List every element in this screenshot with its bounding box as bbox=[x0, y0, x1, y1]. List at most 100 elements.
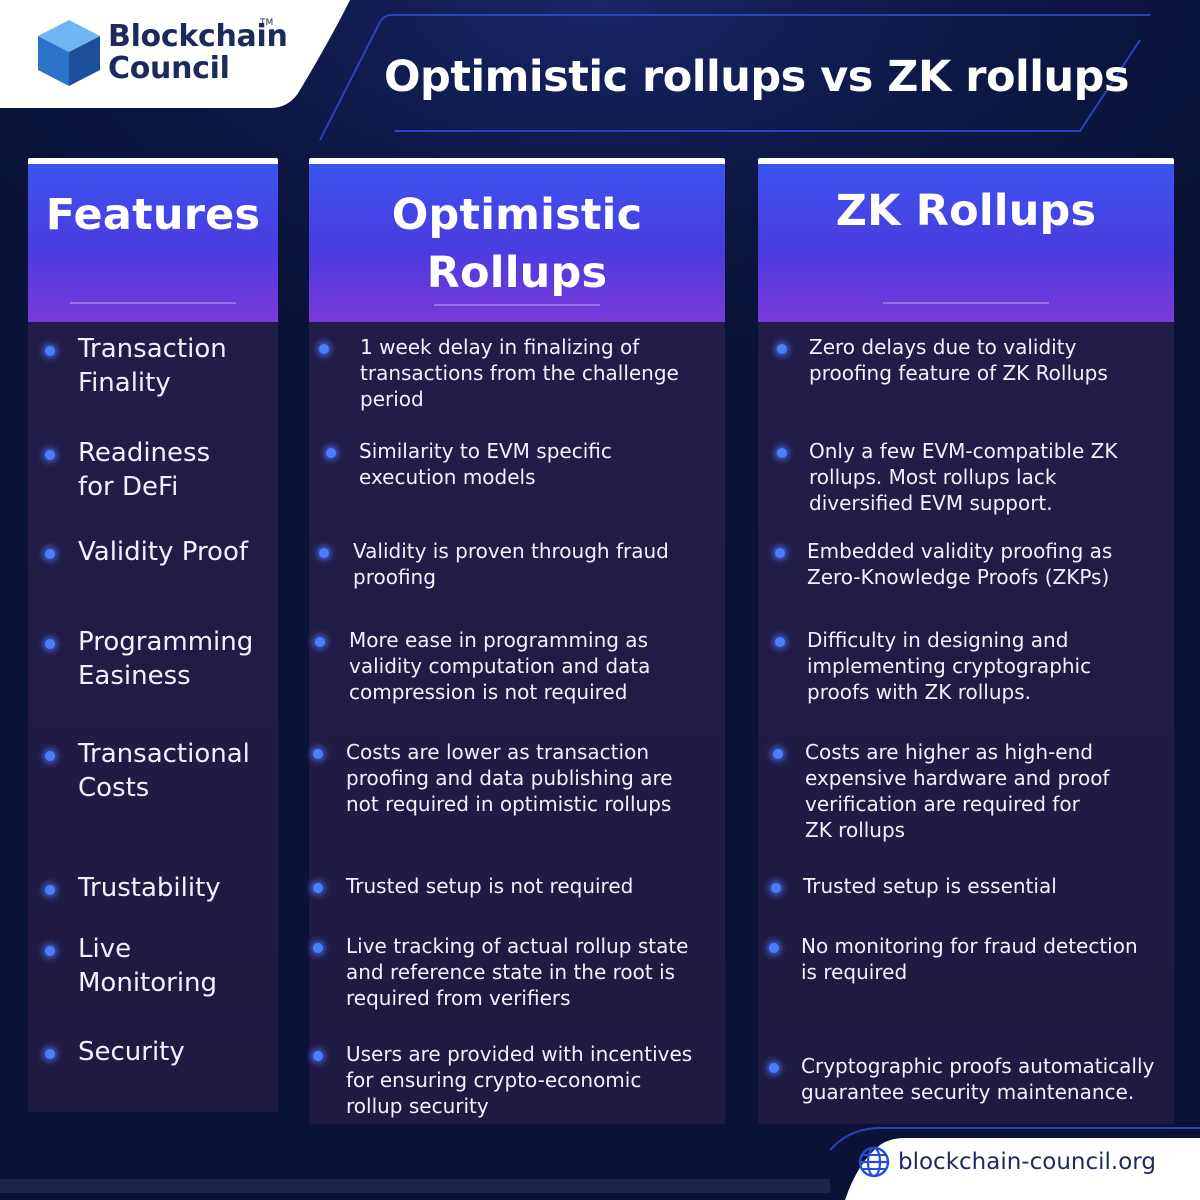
bullet-dot-icon bbox=[319, 344, 329, 354]
bullet-dot-icon bbox=[315, 637, 325, 647]
optimistic-text-line: required from verifiers bbox=[346, 986, 571, 1010]
bullet-dot-icon bbox=[771, 883, 781, 893]
feature-text: Security bbox=[78, 1035, 185, 1069]
bullet-dot-icon bbox=[777, 448, 787, 458]
feature-text-line: Easiness bbox=[78, 661, 191, 691]
optimistic-text-line: execution models bbox=[359, 465, 536, 489]
optimistic-column: Optimistic Rollups bbox=[309, 158, 725, 1124]
header-underline bbox=[434, 304, 600, 306]
bullet-dot-icon bbox=[313, 749, 323, 759]
optimistic-text-line: transactions from the challenge bbox=[360, 361, 679, 385]
bullet-dot-icon bbox=[313, 1051, 323, 1061]
zk-text-line: Cryptographic proofs automatically bbox=[801, 1054, 1155, 1078]
footer-url: blockchain-council.org bbox=[898, 1149, 1156, 1175]
optimistic-text-line: rollup security bbox=[346, 1094, 489, 1118]
zk-text-line: proofs with ZK rollups. bbox=[807, 680, 1032, 704]
feature-text-line: Live bbox=[78, 934, 132, 964]
footer-website[interactable]: blockchain-council.org bbox=[858, 1146, 1156, 1178]
brand-name: Blockchain Council bbox=[108, 21, 288, 85]
bullet-dot-icon bbox=[45, 450, 55, 460]
optimistic-text-line: and reference state in the root is bbox=[346, 960, 676, 984]
zk-text-line: ZK rollups bbox=[805, 818, 906, 842]
optimistic-header-line1: Optimistic bbox=[391, 190, 643, 240]
zk-text-line: proofing feature of ZK Rollups bbox=[809, 361, 1108, 385]
optimistic-text-line: validity computation and data bbox=[349, 654, 651, 678]
optimistic-text-line: Similarity to EVM specific bbox=[359, 439, 612, 463]
feature-text-line: Readiness bbox=[78, 438, 211, 468]
zk-text-line: Costs are higher as high-end bbox=[805, 740, 1093, 764]
optimistic-text: Trusted setup is not required bbox=[346, 873, 633, 899]
optimistic-header: Optimistic Rollups bbox=[309, 164, 725, 322]
feature-text-line: Validity Proof bbox=[78, 537, 249, 567]
optimistic-text-line: Live tracking of actual rollup state bbox=[346, 934, 689, 958]
bullet-dot-icon bbox=[775, 548, 785, 558]
optimistic-text-line: proofing bbox=[353, 565, 436, 589]
cube-logo-icon bbox=[38, 20, 100, 86]
feature-text-line: Transactional bbox=[78, 739, 250, 769]
bullet-dot-icon bbox=[313, 883, 323, 893]
bullet-dot-icon bbox=[773, 749, 783, 759]
zk-header: ZK Rollups bbox=[758, 164, 1174, 322]
zk-text-line: verification are required for bbox=[805, 792, 1080, 816]
zk-text-line: Zero delays due to validity bbox=[809, 335, 1077, 359]
globe-icon bbox=[858, 1146, 890, 1178]
zk-text-line: expensive hardware and proof bbox=[805, 766, 1110, 790]
zk-column: ZK Rollups bbox=[758, 158, 1174, 1124]
bullet-dot-icon bbox=[45, 639, 55, 649]
optimistic-text-line: period bbox=[360, 387, 424, 411]
features-header: Features bbox=[28, 164, 278, 322]
bullet-dot-icon bbox=[45, 549, 55, 559]
feature-text-line: Transaction bbox=[78, 334, 227, 364]
zk-text-line: No monitoring for fraud detection bbox=[801, 934, 1138, 958]
bullet-dot-icon bbox=[777, 344, 787, 354]
bullet-dot-icon bbox=[45, 946, 55, 956]
feature-text-line: Security bbox=[78, 1037, 185, 1067]
bullet-dot-icon bbox=[319, 548, 329, 558]
optimistic-text-line: More ease in programming as bbox=[349, 628, 648, 652]
feature-text-line: for DeFi bbox=[78, 472, 179, 502]
bullet-dot-icon bbox=[769, 943, 779, 953]
zk-text-line: rollups. Most rollups lack bbox=[809, 465, 1057, 489]
feature-text: Validity Proof bbox=[78, 535, 248, 569]
bullet-dot-icon bbox=[313, 943, 323, 953]
feature-text-line: Monitoring bbox=[78, 968, 218, 998]
brand-name-line2: Council bbox=[108, 51, 230, 86]
brand-logo: Blockchain Council TM bbox=[36, 18, 288, 88]
optimistic-text-line: Validity is proven through fraud bbox=[353, 539, 669, 563]
brand-name-line1: Blockchain bbox=[108, 19, 288, 54]
zk-text-line: implementing cryptographic bbox=[807, 654, 1092, 678]
feature-text-line: Finality bbox=[78, 368, 171, 398]
bullet-dot-icon bbox=[326, 448, 336, 458]
optimistic-text-line: for ensuring crypto-economic bbox=[346, 1068, 642, 1092]
zk-text-line: diversified EVM support. bbox=[809, 491, 1053, 515]
optimistic-text-line: proofing and data publishing are bbox=[346, 766, 673, 790]
optimistic-header-line2: Rollups bbox=[426, 248, 608, 298]
bullet-dot-icon bbox=[45, 346, 55, 356]
optimistic-text-line: compression is not required bbox=[349, 680, 628, 704]
feature-text-line: Trustability bbox=[78, 873, 221, 903]
header-underline bbox=[883, 302, 1049, 304]
zk-text-line: Embedded validity proofing as bbox=[807, 539, 1113, 563]
header-underline bbox=[70, 302, 236, 304]
zk-text-line: Difficulty in designing and bbox=[807, 628, 1069, 652]
zk-text-line: Zero-Knowledge Proofs (ZKPs) bbox=[807, 565, 1110, 589]
feature-text-line: Costs bbox=[78, 773, 150, 803]
zk-text-line: is required bbox=[801, 960, 908, 984]
optimistic-text-line: 1 week delay in finalizing of bbox=[360, 335, 640, 359]
features-column: Features bbox=[28, 158, 278, 1112]
feature-text: Trustability bbox=[78, 871, 221, 905]
page-title: Optimistic rollups vs ZK rollups bbox=[384, 52, 1129, 102]
